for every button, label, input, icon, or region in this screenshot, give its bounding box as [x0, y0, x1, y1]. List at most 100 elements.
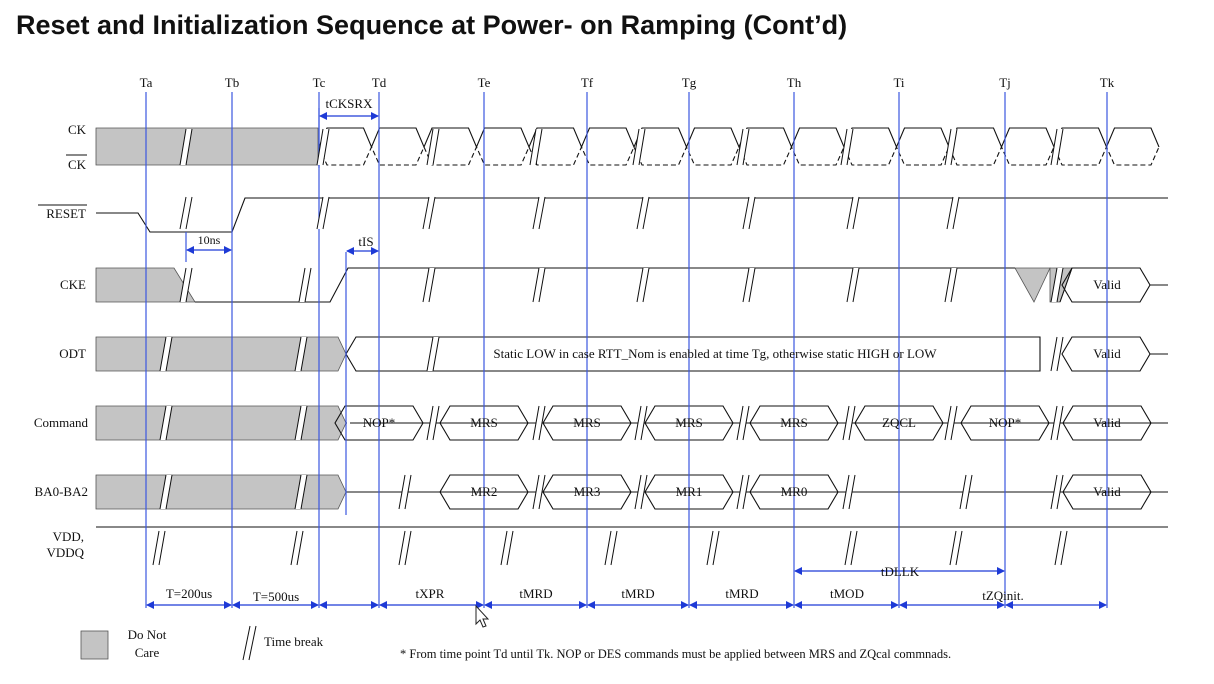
signal-label-ck-n: CK — [68, 157, 87, 172]
legend-time-break-icon — [242, 625, 257, 661]
ba-label-1: MR2 — [471, 484, 498, 499]
time-point-label-Tk: Tk — [1100, 75, 1115, 90]
time-point-label-Ti: Ti — [893, 75, 904, 90]
interval-label-3: tXPR — [416, 586, 445, 601]
time-break-mark — [152, 530, 166, 566]
time-break-mark — [179, 128, 193, 166]
tcksrx-label: tCKSRX — [326, 96, 374, 111]
ck-dont-care-region — [95, 127, 319, 166]
mouse-cursor-icon — [475, 604, 490, 628]
signal-label-odt: ODT — [59, 346, 86, 361]
time-break-mark — [159, 474, 173, 510]
reset-trace — [96, 197, 1168, 233]
interval-label-4: tMRD — [519, 586, 552, 601]
odt-valid-label: Valid — [1093, 346, 1121, 361]
time-point-label-Tf: Tf — [581, 75, 594, 90]
signal-label-vdd: VDD, — [53, 529, 84, 544]
cke-valid-label: Valid — [1093, 277, 1121, 292]
signal-label-vddq: VDDQ — [46, 545, 84, 560]
time-break-mark — [736, 474, 750, 510]
time-break-mark — [179, 267, 193, 303]
time-break-mark — [532, 474, 546, 510]
time-point-label-Th: Th — [787, 75, 802, 90]
cke-valid-box — [1061, 267, 1151, 303]
time-point-label-Te: Te — [478, 75, 491, 90]
time-break-mark — [736, 405, 750, 441]
interval-label-2: T=500us — [253, 589, 299, 604]
legend-dont-care-swatch — [80, 630, 109, 660]
time-break-mark — [1054, 530, 1068, 566]
tdllk-label: tDLLK — [881, 564, 920, 579]
odt-dont-care-region — [95, 336, 347, 372]
time-break-marks — [152, 128, 1068, 566]
time-break-mark — [316, 128, 330, 166]
time-break-mark — [529, 128, 543, 166]
interval-label-1: T=200us — [166, 586, 212, 601]
footnote: * From time point Td until Tk. NOP or DE… — [400, 647, 951, 661]
time-break-mark — [944, 405, 958, 441]
time-break-mark — [426, 405, 440, 441]
odt-valid-box — [1061, 336, 1151, 372]
time-break-mark — [159, 336, 173, 372]
time-break-mark — [290, 530, 304, 566]
command-gap — [347, 407, 350, 439]
ba-label-4: MR0 — [781, 484, 808, 499]
time-break-mark — [298, 267, 312, 303]
time-break-mark — [846, 267, 860, 303]
time-break-mark — [532, 405, 546, 441]
time-break-mark — [634, 405, 648, 441]
command-box-3 — [542, 405, 632, 441]
command-box-2 — [439, 405, 529, 441]
time-break-mark — [636, 267, 650, 303]
time-break-mark — [1050, 405, 1064, 441]
interval-label-7: tMOD — [830, 586, 864, 601]
signal-label-ba: BA0-BA2 — [35, 484, 88, 499]
signal-label-ck: CK — [68, 122, 87, 137]
time-break-mark — [426, 336, 440, 372]
time-break-mark — [532, 267, 546, 303]
time-break-mark — [179, 196, 193, 230]
legend-time-break-label: Time break — [264, 634, 324, 649]
interval-label-5: tMRD — [621, 586, 654, 601]
time-break-mark — [1050, 267, 1064, 303]
time-break-mark — [1050, 474, 1064, 510]
time-point-label-Tj: Tj — [999, 75, 1011, 90]
interval-label-6: tMRD — [725, 586, 758, 601]
command-box-8 — [1062, 405, 1152, 441]
dont-care-regions — [95, 127, 1073, 510]
time-break-mark — [604, 530, 618, 566]
time-point-label-Tg: Tg — [682, 75, 697, 90]
ba-box-2 — [542, 474, 632, 510]
command-box-5 — [749, 405, 839, 441]
time-break-mark — [398, 474, 412, 510]
time-break-mark — [316, 196, 330, 230]
signal-waveforms — [96, 197, 1168, 528]
ba-box-5 — [1062, 474, 1152, 510]
time-break-mark — [846, 196, 860, 230]
time-break-mark — [426, 128, 440, 166]
command-box-4 — [644, 405, 734, 441]
odt-static-box — [345, 336, 1041, 372]
command-label-6: ZQCL — [882, 415, 916, 430]
ba-dont-care-region — [95, 474, 347, 510]
time-break-mark — [634, 474, 648, 510]
time-break-mark — [844, 530, 858, 566]
time-break-mark — [294, 474, 308, 510]
interval-label-8: tZQinit. — [982, 588, 1024, 603]
time-marker-lines — [145, 92, 1108, 609]
ba-label-2: MR3 — [574, 484, 601, 499]
command-dont-care-region — [95, 405, 347, 441]
legend-dont-care-label-2: Care — [135, 645, 160, 660]
time-break-mark — [636, 196, 650, 230]
time-break-mark — [944, 267, 958, 303]
time-break-mark — [959, 474, 973, 510]
cke-dont-care-region-right — [1014, 267, 1051, 303]
time-break-mark — [294, 405, 308, 441]
signal-label-command: Command — [34, 415, 89, 430]
command-label-4: MRS — [675, 415, 702, 430]
ba-box-4 — [749, 474, 839, 510]
time-break-mark — [294, 336, 308, 372]
time-break-mark — [944, 128, 958, 166]
